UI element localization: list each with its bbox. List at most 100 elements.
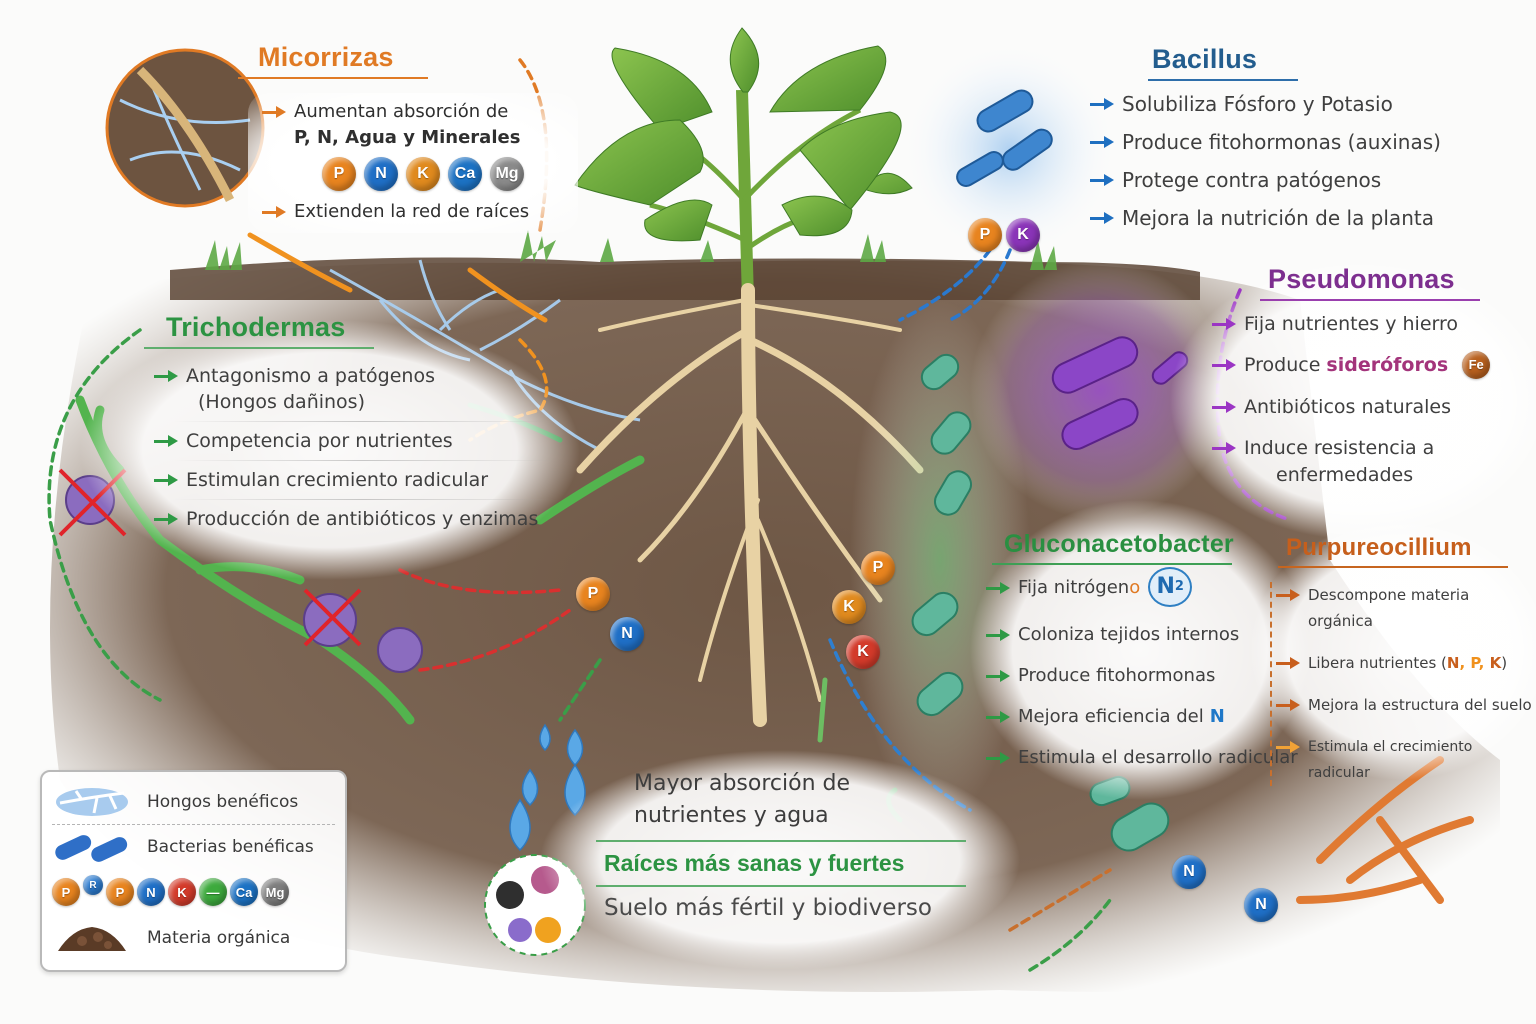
- n2-subscript: 2: [1174, 579, 1184, 594]
- bacillus-item: Produce fitohormonas (auxinas): [1090, 129, 1490, 155]
- gluconacetobacter-item-text-accent: o: [1129, 577, 1141, 598]
- pseudomonas-item-text: Antibióticos naturales: [1244, 396, 1451, 418]
- nutrient-k-icon: K: [832, 590, 866, 624]
- bacillus-bacteria: [956, 89, 1053, 187]
- trichodermas-item: Competencia por nutrientes: [154, 428, 554, 454]
- nutrient-n-icon: N: [1244, 888, 1278, 922]
- micorrizas-panel: Micorrizas Aumentan absorción de P, N, A…: [238, 42, 578, 233]
- gluconacetobacter-item-text: Mejora eficiencia del: [1018, 706, 1204, 727]
- gluconacetobacter-item-text-accent: N: [1209, 706, 1225, 727]
- purpureocillium-list: Descompone materia orgánica Libera nutri…: [1270, 582, 1534, 786]
- separator-comma: ,: [1459, 654, 1471, 672]
- purpureocillium-panel: Purpureocillium Descompone materia orgán…: [1268, 534, 1534, 802]
- bacillus-panel: Bacillus Solubiliza Fósforo y Potasio Pr…: [1090, 44, 1490, 243]
- purpureocillium-item: Estimula el crecimiento radicular: [1276, 734, 1534, 786]
- nutrient-k-icon: K: [846, 635, 880, 669]
- libera-text: Libera nutrientes (: [1308, 654, 1447, 672]
- bacillus-title-rule: [1148, 79, 1298, 81]
- bacillus-item: Protege contra patógenos: [1090, 167, 1490, 193]
- arrow-right-icon: [986, 575, 1012, 601]
- nutrient-k-label: K: [1489, 654, 1502, 672]
- arrow-right-icon: [1276, 734, 1302, 760]
- micorrizas-item: Aumentan absorción de P, N, Agua y Miner…: [262, 99, 568, 151]
- summary-absorption-line2: nutrientes y agua: [634, 803, 829, 828]
- pseudomonas-item: Induce resistencia a: [1212, 435, 1532, 461]
- trichodermas-item: Estimulan crecimiento radicular: [154, 467, 554, 493]
- close-paren: ): [1501, 654, 1508, 672]
- arrow-right-icon: [1212, 311, 1238, 337]
- micorrizas-item-text-2: P, N, Agua y Minerales: [294, 127, 521, 148]
- arrow-trichoderma-red-2: [418, 608, 572, 672]
- purpureocillium-item-text: Estimula el crecimiento radicular: [1308, 739, 1473, 781]
- arrow-summary-up: [817, 677, 828, 743]
- pseudomonas-glow: [970, 260, 1230, 520]
- legend-row: Materia orgánica: [52, 916, 335, 960]
- plant: [574, 27, 913, 301]
- arrow-nutrient-green: [558, 658, 602, 722]
- trichodermas-item: Producción de antibióticos y enzimas: [154, 506, 554, 532]
- purpureocillium-item: Mejora la estructura del suelo: [1276, 692, 1534, 718]
- arrow-right-icon: [262, 199, 288, 225]
- micorrizas-item: Extienden la red de raíces: [262, 199, 568, 225]
- arrow-micorrizas-solid: [247, 232, 353, 293]
- bacillus-item-text: Mejora la nutrición de la planta: [1122, 206, 1434, 230]
- gluconacetobacter-item-text: Fija nitrógen: [1018, 577, 1130, 598]
- legend-row: Bacterias benéficas: [52, 824, 335, 868]
- purpureocillium-title: Purpureocillium: [1286, 534, 1472, 561]
- trichodermas-title: Trichodermas: [166, 312, 346, 342]
- micorrizas-item-text: Aumentan absorción de: [294, 101, 509, 122]
- arrow-right-icon: [1090, 167, 1116, 193]
- nutrient-minus-icon: —: [199, 878, 227, 906]
- nutrient-n-icon: N: [364, 157, 398, 191]
- pseudomonas-item-text: enfermedades: [1276, 464, 1414, 486]
- gluconacetobacter-item: Produce fitohormonas: [986, 663, 1286, 689]
- summary-panel: Mayor absorción de nutrientes y agua Raí…: [596, 768, 996, 921]
- trichodermas-item-text: Producción de antibióticos y enzimas: [186, 508, 539, 530]
- gluconacetobacter-item-text: Coloniza tejidos internos: [1018, 624, 1240, 645]
- gluconacetobacter-item: Coloniza tejidos internos: [986, 622, 1286, 648]
- trichodermas-title-rule: [144, 347, 374, 349]
- trichodermas-item-text: (Hongos dañinos): [198, 391, 365, 413]
- arrow-bacillus-to-root: [898, 248, 992, 322]
- trichodermas-item-text: Estimulan crecimiento radicular: [186, 469, 489, 491]
- bacillus-item-text: Produce fitohormonas (auxinas): [1122, 130, 1441, 154]
- nutrient-ca-icon: Ca: [230, 878, 258, 906]
- micorrizas-closeup: [105, 48, 265, 208]
- nutrient-fe-icon: Fe: [1462, 351, 1491, 379]
- arrow-right-icon: [154, 506, 180, 532]
- arrow-right-icon: [1212, 435, 1238, 461]
- bacillus-item: Mejora la nutrición de la planta: [1090, 205, 1490, 231]
- gluconacetobacter-item: Estimula el desarrollo radicular: [986, 745, 1298, 771]
- pseudomonas-item-continued: enfermedades: [1212, 462, 1532, 488]
- pseudomonas-item-text: Produce: [1244, 354, 1321, 376]
- nutrient-n-icon: N: [137, 878, 165, 906]
- arrow-right-icon: [986, 663, 1012, 689]
- nutrient-mg-icon: Mg: [261, 878, 289, 906]
- organic-matter-icon: [52, 921, 147, 955]
- trichodermas-item-text: Antagonismo a patógenos: [186, 365, 435, 387]
- pseudomonas-title-rule: [1260, 299, 1480, 301]
- nutrient-p-icon: P: [576, 577, 610, 611]
- fungi-icon: [52, 785, 147, 819]
- nutrient-n-icon: N: [610, 617, 644, 651]
- separator-comma: ,: [1478, 654, 1490, 672]
- nutrient-k-icon: K: [168, 878, 196, 906]
- arrow-trichoderma-outline: [47, 328, 162, 702]
- legend-nutrients: P R P N K — Ca Mg: [52, 868, 335, 916]
- divider: [174, 421, 554, 422]
- arrow-right-icon: [1276, 582, 1302, 608]
- pseudomonas-item-text: Induce resistencia a: [1244, 437, 1435, 459]
- trichodermas-list: Antagonismo a patógenos (Hongos dañinos)…: [144, 359, 564, 542]
- siderophores-highlight: sideróforos: [1326, 354, 1449, 376]
- summary-absorption-line1: Mayor absorción de: [634, 771, 851, 796]
- arrow-micorrizas-root: [467, 267, 548, 323]
- arrow-right-icon: [1276, 650, 1302, 676]
- pseudomonas-title: Pseudomonas: [1268, 264, 1455, 294]
- arrow-right-icon: [154, 428, 180, 454]
- pseudomonas-bacteria: [1051, 336, 1189, 450]
